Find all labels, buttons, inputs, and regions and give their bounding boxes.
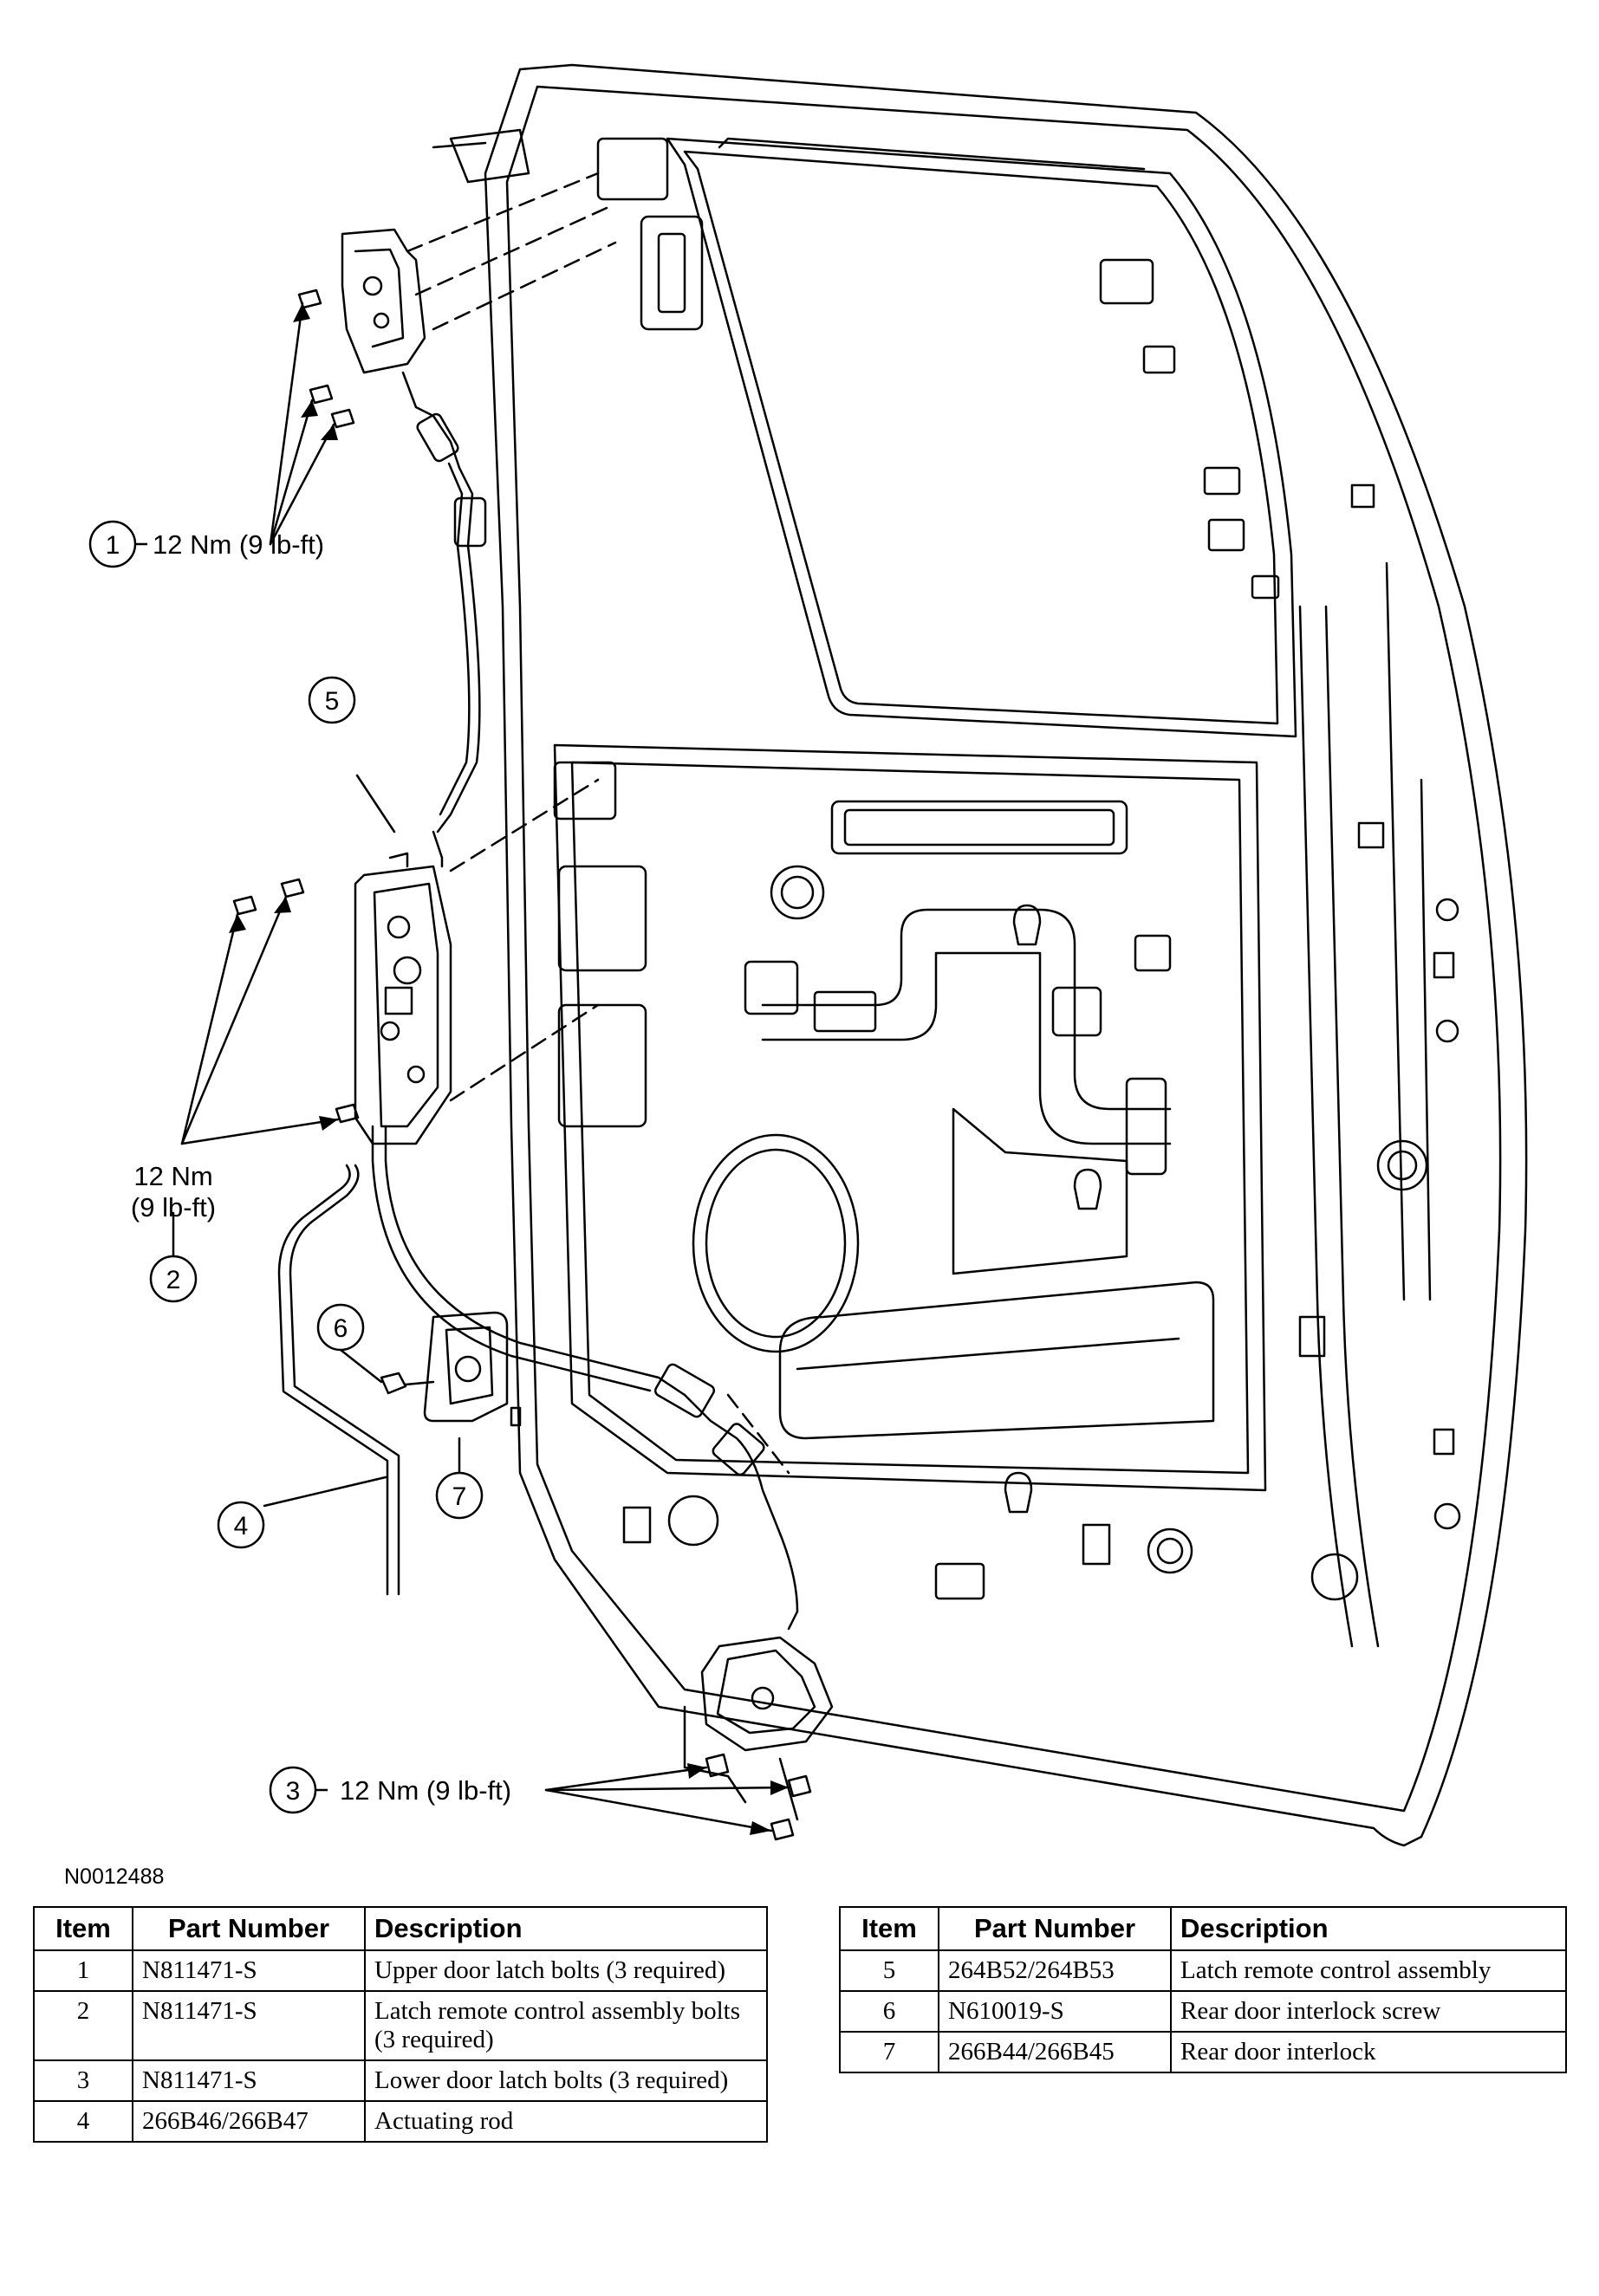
table-row: 4 266B46/266B47 Actuating rod [33,2100,768,2143]
row-part-number: N811471-S [132,1949,366,1992]
door-latch-exploded-diagram: 1 12 Nm (9 lb-ft) 5 12 Nm (9 lb-ft) 2 6 … [88,63,1528,1847]
callout-3: 3 12 Nm (9 lb-ft) [269,1766,511,1814]
callout-3-number: 3 [286,1777,301,1806]
table-row: 1 N811471-S Upper door latch bolts (3 re… [33,1949,768,1992]
row-part-number: 266B44/266B45 [938,2031,1172,2073]
callout-4-number: 4 [234,1512,249,1540]
callout-1-number: 1 [106,531,120,560]
row-part-number: 266B46/266B47 [132,2100,366,2143]
callout-4: 4 [217,1501,265,1549]
callout-2-torque-lbft: (9 lb-ft) [131,1192,216,1223]
arrowheads [229,303,789,1835]
callout-5-number: 5 [325,687,340,716]
header-part-number: Part Number [938,1906,1172,1951]
row-part-number: 264B52/264B53 [938,1949,1172,1992]
callout-2: 12 Nm (9 lb-ft) 2 [131,1161,216,1303]
row-item: 2 [33,1990,133,2061]
row-item: 1 [33,1949,133,1992]
lower-door-latch [653,1363,834,1821]
callout-7: 7 [435,1471,484,1520]
figure-code: N0012488 [64,1865,165,1889]
table-row: 2 N811471-S Latch remote control assembl… [33,1990,768,2061]
parts-table-left: Item Part Number Description 1 N811471-S… [33,1906,768,2143]
upper-door-latch [341,228,461,470]
rear-door-interlock [423,1311,522,1427]
row-description: Rear door interlock screw [1170,1990,1567,2033]
row-item: 4 [33,2100,133,2143]
header-part-number: Part Number [132,1906,366,1951]
callout-2-number: 2 [166,1266,181,1294]
upper-latch-bolts [269,289,355,546]
header-item: Item [33,1906,133,1951]
alignment-lines [406,172,790,1475]
header-description: Description [1170,1906,1567,1951]
actuating-rod [277,1164,400,1596]
inner-panel [553,743,1267,1492]
callout-5: 5 [308,676,356,724]
window-opening [666,137,1297,738]
latch-remote-control-assembly [354,830,686,1397]
table-row: 3 N811471-S Lower door latch bolts (3 re… [33,2059,768,2102]
row-part-number: N610019-S [938,1990,1172,2033]
leader-lines [172,774,461,1508]
row-part-number: N811471-S [132,2059,366,2102]
callout-6: 6 [316,1303,365,1352]
row-description: Actuating rod [364,2100,768,2143]
row-item: 3 [33,2059,133,2102]
callout-3-torque: 12 Nm (9 lb-ft) [340,1775,511,1806]
table-row: 5 264B52/264B53 Latch remote control ass… [839,1949,1567,1992]
header-item: Item [839,1906,939,1951]
callout-2-torque-nm: 12 Nm [133,1161,212,1191]
row-item: 5 [839,1949,939,1992]
remote-control-bolts [180,878,360,1145]
speaker-opening [692,1133,860,1353]
row-description: Upper door latch bolts (3 required) [364,1949,768,1992]
row-description: Rear door interlock [1170,2031,1567,2073]
upper-latch-cable [436,462,487,833]
interlock-screw [380,1372,435,1395]
callout-1-torque: 12 Nm (9 lb-ft) [153,529,324,560]
header-description: Description [364,1906,768,1951]
table-header-row: Item Part Number Description [839,1906,1567,1951]
callout-6-number: 6 [334,1314,348,1343]
door-panel [432,63,1528,1847]
row-item: 6 [839,1990,939,2033]
callout-1: 1 12 Nm (9 lb-ft) [88,520,324,568]
row-description: Latch remote control assembly bolts (3 r… [364,1990,768,2061]
table-row: 7 266B44/266B45 Rear door interlock [839,2031,1567,2073]
table-header-row: Item Part Number Description [33,1906,768,1951]
row-description: Lower door latch bolts (3 required) [364,2059,768,2102]
callout-7-number: 7 [452,1482,467,1511]
lower-latch-bolts [544,1753,812,1841]
row-part-number: N811471-S [132,1990,366,2061]
row-description: Latch remote control assembly [1170,1949,1567,1992]
parts-table-right: Item Part Number Description 5 264B52/26… [839,1906,1567,2073]
row-item: 7 [839,2031,939,2073]
table-row: 6 N610019-S Rear door interlock screw [839,1990,1567,2033]
